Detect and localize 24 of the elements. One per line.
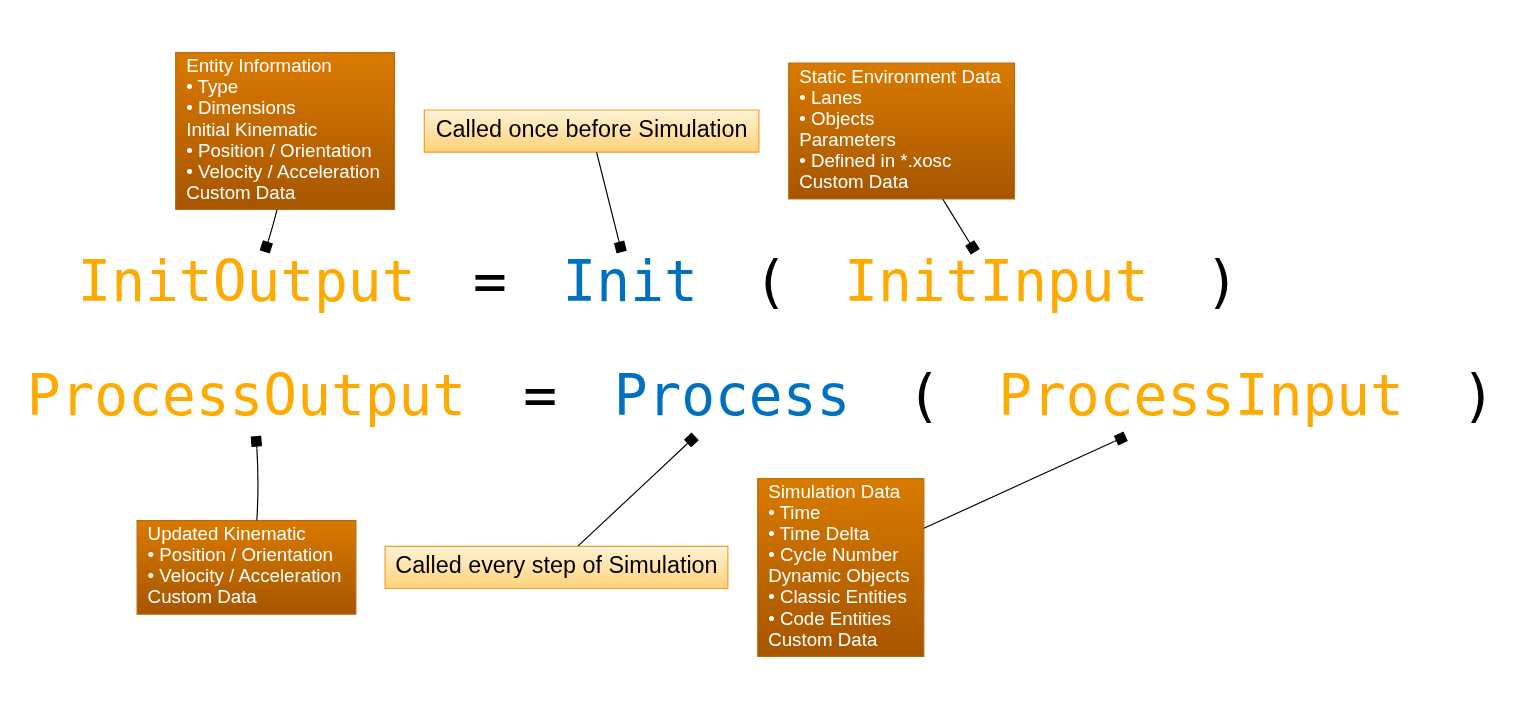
node-box: Updated Kinematic • Position / Orientation • Velocity / Acceleration Custom Data — [136, 519, 357, 615]
label: ( — [906, 362, 941, 428]
node-box: Called once before Simulation — [423, 108, 760, 153]
node-box: Entity Information • Type • Dimensions Initial Kinematic • Position / Orientation • Velocity / Acceleration Custom Data — [175, 51, 396, 210]
node-text: Process — [613, 362, 851, 428]
node-text: ProcessInput — [998, 362, 1404, 428]
connector — [596, 151, 627, 253]
label: ) — [1205, 248, 1240, 314]
node-box: Static Environment Data • Lanes • Objects Parameters • Defined in *.xosc Custom Data — [788, 62, 1016, 199]
node-text: InitOutput — [77, 248, 416, 314]
node-box: Called every step of Simulation — [384, 545, 729, 589]
node-box: Simulation Data • Time • Time Delta • Cycle Number Dynamic Objects • Classic Entities • Code Entities Custom Data — [757, 477, 925, 657]
connector — [923, 431, 1128, 529]
connector — [250, 435, 262, 521]
label: = — [523, 362, 558, 428]
node-text: ProcessOutput — [26, 362, 467, 428]
connector — [259, 208, 278, 254]
node-text: InitInput — [844, 248, 1149, 314]
label: ) — [1461, 362, 1496, 428]
connector — [942, 198, 980, 255]
label: ( — [753, 248, 788, 314]
node-text: Init — [562, 248, 698, 314]
connector — [577, 432, 699, 546]
label: = — [472, 248, 507, 314]
